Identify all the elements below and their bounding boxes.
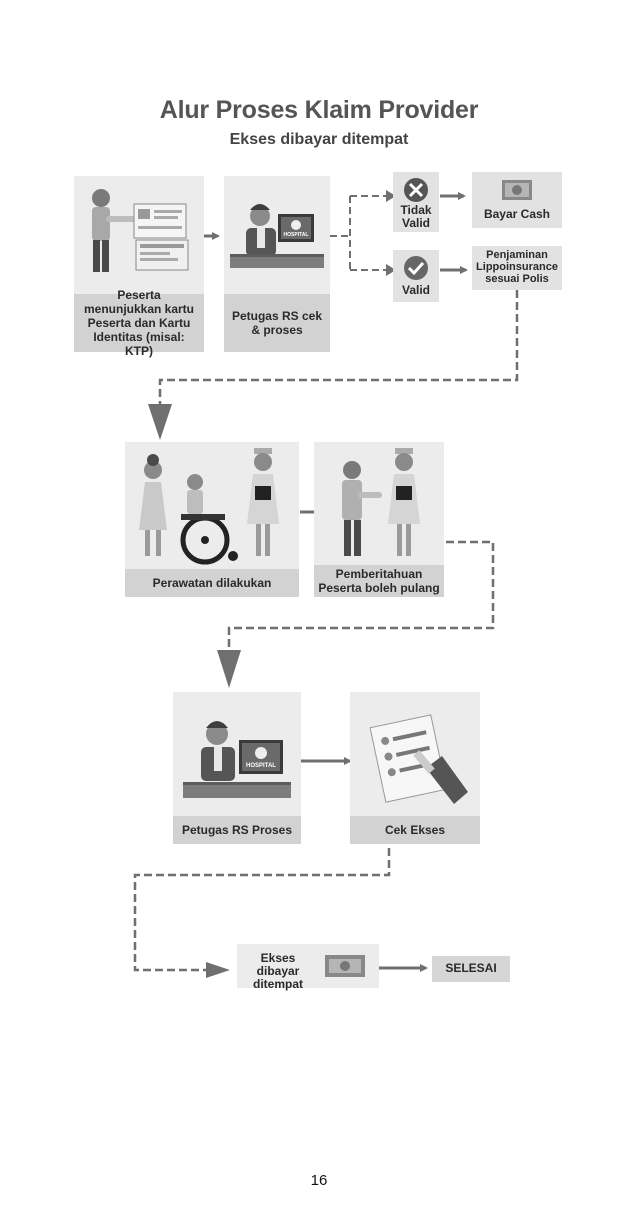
step-petugas-proses: HOSPITAL Petugas RS Proses	[173, 692, 301, 844]
peserta-caption: Peserta menunjukkan kartu Peserta dan Ka…	[74, 288, 204, 358]
step-bayar-cash: Bayar Cash	[472, 172, 562, 228]
tidak-valid-label: Tidak Valid	[400, 203, 432, 230]
hospital-sign-text: HOSPITAL	[284, 232, 309, 238]
page-title: Alur Proses Klaim Provider	[159, 96, 479, 124]
step-penjaminan: Penjaminan Lippoinsurance sesuai Polis	[472, 246, 562, 290]
step-ekses-dibayar: Ekses dibayar ditempat	[237, 944, 379, 991]
cek-ekses-caption: Cek Ekses	[350, 816, 480, 844]
hospital-sign-text: HOSPITAL	[246, 763, 276, 769]
person-icon	[342, 461, 382, 556]
step-tidak-valid: Tidak Valid	[393, 172, 439, 232]
perawatan-caption: Perawatan dilakukan	[125, 569, 299, 597]
checklist-icon	[369, 714, 468, 804]
cash-icon	[502, 180, 532, 200]
step-perawatan: Perawatan dilakukan	[125, 442, 299, 597]
step-peserta: Peserta menunjukkan kartu Peserta dan Ka…	[74, 176, 204, 358]
perawatan-illustration	[139, 448, 279, 565]
petugas-cek-caption: Petugas RS cek & proses	[224, 294, 330, 352]
page-subtitle: Ekses dibayar ditempat	[229, 131, 409, 148]
person-icon	[92, 189, 136, 272]
selesai-label: SELESAI	[445, 961, 497, 975]
step-pemberitahuan: Pemberitahuan Peserta boleh pulang	[314, 442, 444, 597]
cash-icon	[325, 955, 365, 977]
nurse-icon	[247, 448, 279, 556]
step-petugas-cek: HOSPITAL Petugas RS cek & proses	[224, 176, 330, 352]
ekses-dibayar-label: Ekses dibayar ditempat	[252, 951, 303, 991]
check-circle-icon	[404, 256, 428, 280]
branch-connector	[330, 195, 386, 271]
peserta-card-illustration	[92, 189, 189, 272]
cross-circle-icon	[404, 178, 428, 202]
step-valid: Valid	[393, 250, 439, 302]
hospital-desk-icon: HOSPITAL	[183, 721, 291, 798]
wheelchair-icon	[180, 474, 238, 565]
id-card-icon	[133, 203, 189, 271]
pemberitahuan-caption: Pemberitahuan Peserta boleh pulang	[314, 565, 444, 597]
penjaminan-label: Penjaminan Lippoinsurance sesuai Polis	[476, 249, 558, 285]
bayar-cash-label: Bayar Cash	[483, 207, 551, 221]
dashed-route-1	[158, 290, 519, 404]
hospital-desk-icon: HOSPITAL	[230, 204, 324, 268]
step-cek-ekses: Cek Ekses	[350, 692, 480, 844]
page-number: 16	[310, 1172, 328, 1189]
petugas-proses-caption: Petugas RS Proses	[173, 816, 301, 844]
dashed-route-2	[227, 540, 495, 650]
pemberitahuan-illustration	[342, 448, 420, 556]
nurse-icon	[388, 448, 420, 556]
step-selesai: SELESAI	[432, 956, 510, 982]
nurse-icon	[139, 454, 167, 556]
dashed-route-3	[133, 848, 391, 972]
valid-label: Valid	[401, 283, 430, 297]
